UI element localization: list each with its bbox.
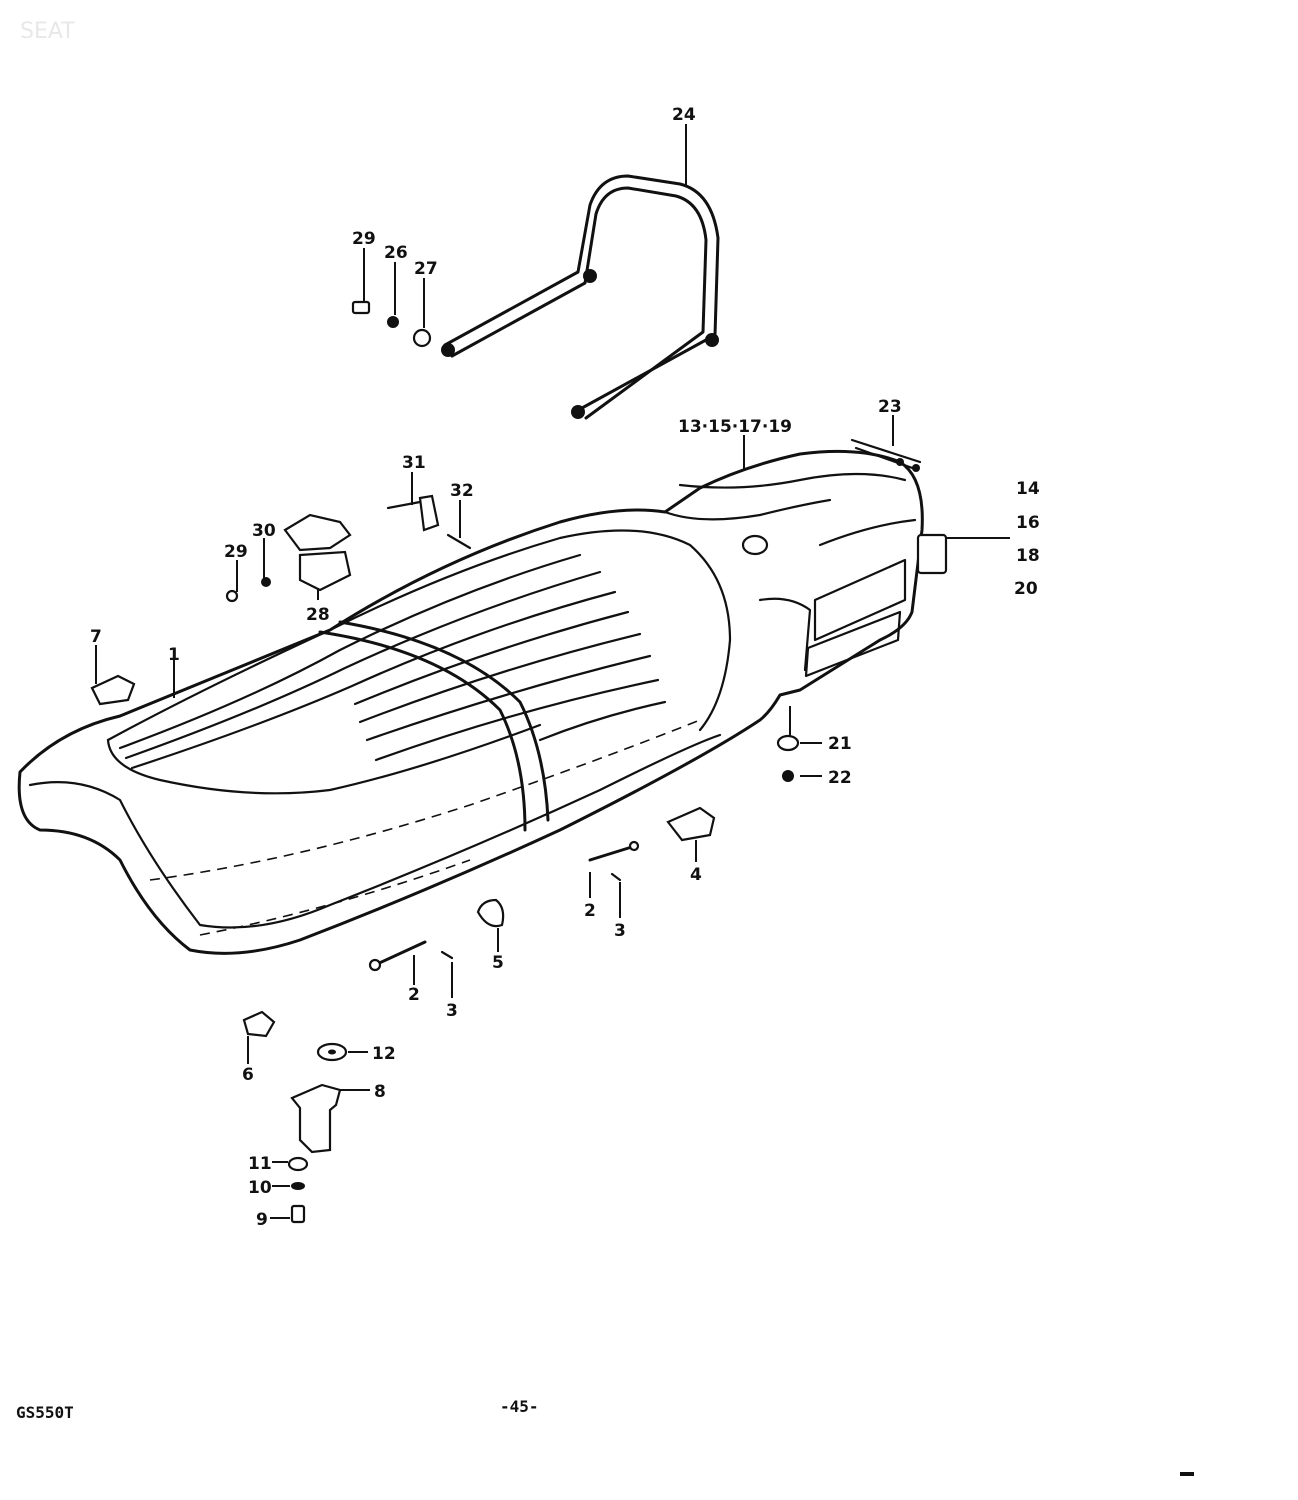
callout-29-left: 29 <box>224 542 248 562</box>
callout-28: 28 <box>306 605 330 625</box>
callout-9: 9 <box>256 1210 268 1230</box>
seat-body <box>17 449 948 955</box>
margin-mark <box>1180 1472 1194 1476</box>
callout-21: 21 <box>828 734 852 754</box>
callout-7: 7 <box>90 627 102 647</box>
callout-30: 30 <box>252 521 276 541</box>
callout-29-top: 29 <box>352 229 376 249</box>
callout-8: 8 <box>374 1082 386 1102</box>
callout-23: 23 <box>878 397 902 417</box>
callout-3-upper: 3 <box>614 921 626 941</box>
callout-6: 6 <box>242 1065 254 1085</box>
page-header: SEAT <box>20 19 75 44</box>
seat-hardware <box>90 300 922 1224</box>
callout-12: 12 <box>372 1044 396 1064</box>
callout-1: 1 <box>168 645 180 665</box>
callout-11: 11 <box>248 1154 272 1174</box>
page-number: -45- <box>500 1397 539 1416</box>
callout-26: 26 <box>384 243 408 263</box>
callout-32: 32 <box>450 481 474 501</box>
callout-2-lower: 2 <box>408 985 420 1005</box>
callout-18: 18 <box>1016 546 1040 566</box>
callout-2-upper: 2 <box>584 901 596 921</box>
callout-27: 27 <box>414 259 438 279</box>
callout-5: 5 <box>492 953 504 973</box>
callout-31: 31 <box>402 453 426 473</box>
grab-rail <box>441 174 720 420</box>
callout-22: 22 <box>828 768 852 788</box>
callout-3-lower: 3 <box>446 1001 458 1021</box>
leader-lines <box>95 124 1010 1219</box>
callout-labels: 24 29 26 27 23 13·15·17·19 14 16 18 20 3… <box>90 105 1040 1230</box>
model-code: GS550T <box>16 1403 74 1422</box>
callout-16: 16 <box>1016 513 1040 533</box>
callout-4: 4 <box>690 865 702 885</box>
callout-14: 14 <box>1016 479 1040 499</box>
callout-20: 20 <box>1014 579 1038 599</box>
callout-10: 10 <box>248 1178 272 1198</box>
callout-24: 24 <box>672 105 696 125</box>
callout-13-15-17-19: 13·15·17·19 <box>678 417 792 437</box>
